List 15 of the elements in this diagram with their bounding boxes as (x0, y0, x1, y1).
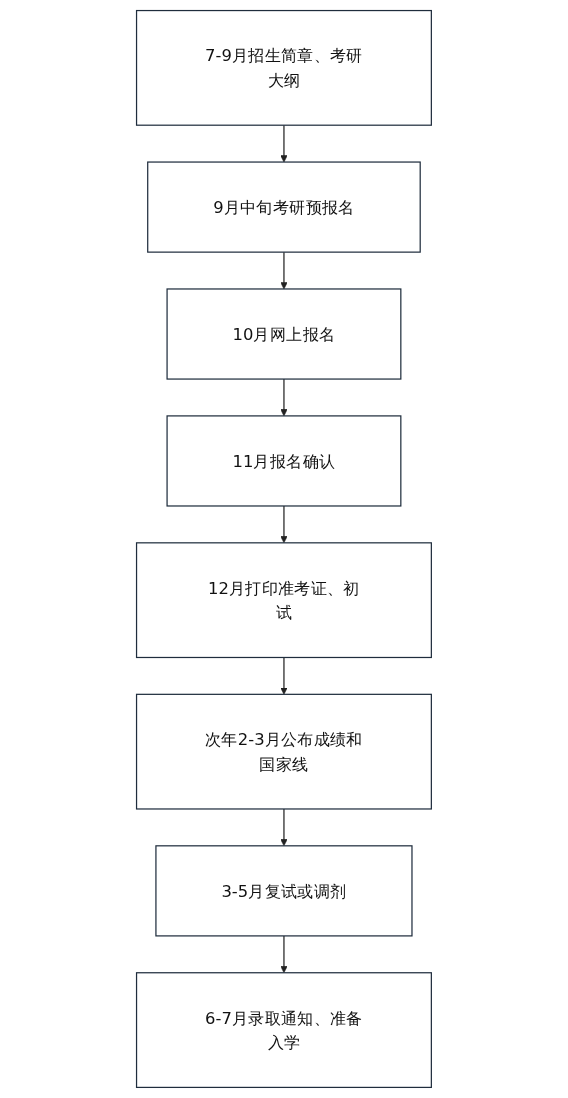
arrow (280, 378, 288, 417)
arrow (280, 935, 288, 974)
node-box: 6-7月录取通知、准备入学 (136, 972, 432, 1089)
arrow (280, 656, 288, 695)
node-box: 次年2-3月公布成绩和国家线 (136, 693, 432, 810)
arrow (280, 808, 288, 847)
arrow (280, 124, 288, 163)
node-box: 12月打印准考证、初试 (136, 542, 432, 659)
node-box: 9月中旬考研预报名 (147, 161, 421, 253)
node-box: 10月网上报名 (166, 288, 402, 380)
node-box: 3-5月复试或调剂 (155, 845, 413, 937)
node-box: 7-9月招生简章、考研大纲 (136, 9, 432, 126)
arrow (280, 505, 288, 544)
arrow (280, 251, 288, 290)
node-box: 11月报名确认 (166, 415, 402, 507)
